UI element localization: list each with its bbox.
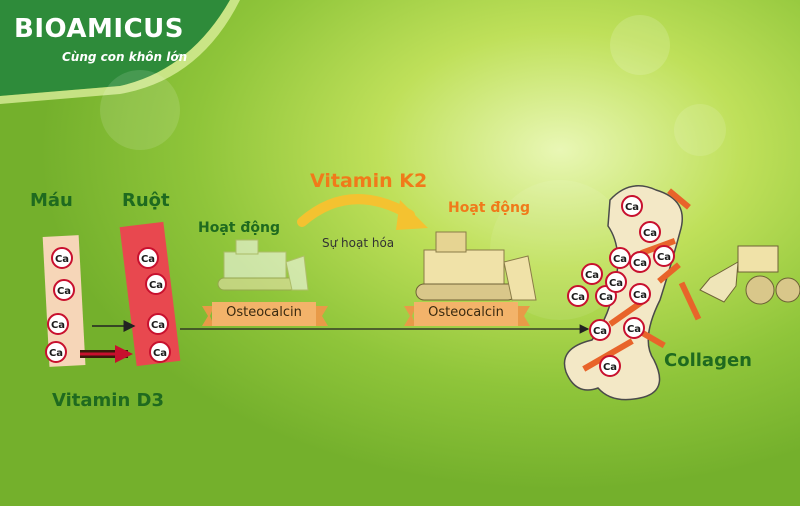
label-hoat-dong-2: Hoạt động	[448, 200, 530, 216]
calcium-circle: Ca	[621, 195, 643, 217]
calcium-circle: Ca	[147, 313, 169, 335]
calcium-label: Ca	[51, 320, 65, 331]
label-su-hoat-hoa: Sự hoạt hóa	[322, 236, 395, 250]
calcium-label: Ca	[609, 278, 623, 289]
calcium-label: Ca	[603, 362, 617, 373]
activation-arrow	[297, 194, 415, 227]
calcium-circle: Ca	[137, 247, 159, 269]
calcium-circle: Ca	[581, 263, 603, 285]
calcium-label: Ca	[593, 326, 607, 337]
label-collagen: Collagen	[664, 350, 752, 371]
label-ruot: Ruột	[122, 190, 170, 211]
logo-band	[0, 0, 230, 96]
calcium-circle: Ca	[623, 317, 645, 339]
calcium-label: Ca	[643, 228, 657, 239]
label-vitamin-k2: Vitamin K2	[310, 170, 428, 192]
label-vitamin-d3: Vitamin D3	[52, 390, 165, 411]
label-osteocalcin-1: Osteocalcin	[226, 305, 302, 320]
calcium-label: Ca	[57, 286, 71, 297]
calcium-label: Ca	[657, 252, 671, 263]
osteocalcin-ribbon-2	[404, 302, 530, 326]
calcium-label: Ca	[571, 292, 585, 303]
label-osteocalcin-2: Osteocalcin	[428, 305, 504, 320]
calcium-label: Ca	[153, 348, 167, 359]
calcium-label: Ca	[151, 320, 165, 331]
calcium-circle: Ca	[53, 279, 75, 301]
label-mau: Máu	[30, 190, 73, 211]
brand-tagline: Cùng con khôn lớn	[62, 50, 188, 64]
calcium-circle: Ca	[589, 319, 611, 341]
calcium-label: Ca	[599, 292, 613, 303]
bulldozer-icon-inactive	[217, 239, 309, 291]
calcium-label: Ca	[55, 254, 69, 265]
calcium-label: Ca	[149, 280, 163, 291]
calcium-circle: Ca	[47, 313, 69, 335]
calcium-label: Ca	[627, 324, 641, 335]
brand-logo: BIOAMICUS	[14, 14, 184, 44]
calcium-label: Ca	[585, 270, 599, 281]
calcium-label: Ca	[141, 254, 155, 265]
calcium-label: Ca	[625, 202, 639, 213]
calcium-circle: Ca	[149, 341, 171, 363]
calcium-label: Ca	[49, 348, 63, 359]
label-hoat-dong-1: Hoạt động	[198, 220, 280, 236]
calcium-circle: Ca	[567, 285, 589, 307]
calcium-circle: Ca	[653, 245, 675, 267]
calcium-circle: Ca	[629, 251, 651, 273]
calcium-circle: Ca	[605, 271, 627, 293]
calcium-label: Ca	[633, 290, 647, 301]
intestine-column	[119, 221, 181, 367]
calcium-circle: Ca	[599, 355, 621, 377]
calcium-circle: Ca	[609, 247, 631, 269]
calcium-circle: Ca	[629, 283, 651, 305]
calcium-circle: Ca	[51, 247, 73, 269]
bulldozer-icon-active	[415, 231, 537, 301]
osteocalcin-ribbon-1	[202, 302, 328, 326]
calcium-circle: Ca	[45, 341, 67, 363]
calcium-label: Ca	[633, 258, 647, 269]
calcium-circle: Ca	[145, 273, 167, 295]
calcium-circle: Ca	[639, 221, 661, 243]
calcium-label: Ca	[613, 254, 627, 265]
excavator-icon	[699, 245, 800, 305]
